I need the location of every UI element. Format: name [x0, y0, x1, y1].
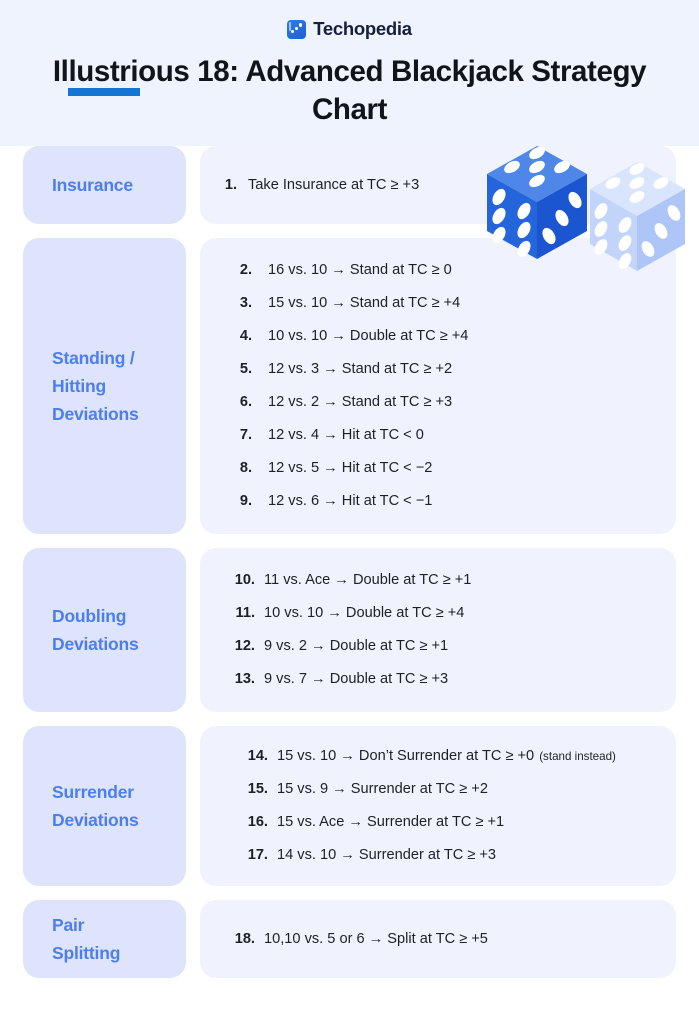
section-row-insurance: Insurance 1. Take Insurance at TC ≥ +3 — [0, 146, 699, 224]
item-text: 15 vs. 9 → Surrender at TC ≥ +2 — [277, 781, 488, 797]
list-item: 11. 10 vs. 10 → Double at TC ≥ +4 — [220, 597, 658, 630]
strategy-sections: Insurance 1. Take Insurance at TC ≥ +3 S… — [0, 146, 699, 992]
item-number: 3. — [239, 295, 252, 311]
brand-lockup: Techopedia — [0, 0, 699, 40]
list-item: 12. 9 vs. 2 → Double at TC ≥ +1 — [220, 630, 658, 663]
category-badge-pair-splitting: Pair Splitting — [23, 900, 186, 978]
list-item: 10. 11 vs. Ace → Double at TC ≥ +1 — [220, 564, 658, 597]
section-row-surrender: Surrender Deviations 14. 15 vs. 10 → Don… — [0, 726, 699, 886]
list-item: 15. 15 vs. 9 → Surrender at TC ≥ +2 — [220, 773, 658, 806]
section-row-standing-hitting: Standing / Hitting Deviations 2. 16 vs. … — [0, 238, 699, 534]
category-badge-standing-hitting: Standing / Hitting Deviations — [23, 238, 186, 534]
category-items-insurance: 1. Take Insurance at TC ≥ +3 — [200, 146, 676, 224]
category-items-doubling: 10. 11 vs. Ace → Double at TC ≥ +1 11. 1… — [200, 548, 676, 712]
list-item: 3. 15 vs. 10 → Stand at TC ≥ +4 — [220, 287, 658, 320]
list-item: 16. 15 vs. Ace → Surrender at TC ≥ +1 — [220, 806, 658, 839]
techopedia-logo-icon — [287, 19, 307, 39]
category-badge-insurance: Insurance — [23, 146, 186, 224]
item-text: 14 vs. 10 → Surrender at TC ≥ +3 — [277, 847, 497, 863]
item-number: 13. — [234, 671, 255, 687]
item-number: 2. — [239, 262, 252, 278]
item-text: 10 vs. 10 → Double at TC ≥ +4 — [268, 328, 469, 344]
item-text: 15 vs. Ace → Surrender at TC ≥ +1 — [277, 814, 505, 830]
list-item: 2. 16 vs. 10 → Stand at TC ≥ 0 — [220, 254, 658, 287]
item-text: 10 vs. 10 → Double at TC ≥ +4 — [264, 605, 465, 621]
item-number: 8. — [239, 460, 252, 476]
category-items-standing-hitting: 2. 16 vs. 10 → Stand at TC ≥ 0 3. 15 vs.… — [200, 238, 676, 534]
item-text: 10,10 vs. 5 or 6 → Split at TC ≥ +5 — [264, 931, 488, 947]
item-note: (stand instead) — [539, 750, 616, 763]
item-text: 9 vs. 2 → Double at TC ≥ +1 — [264, 638, 449, 654]
category-badge-surrender: Surrender Deviations — [23, 726, 186, 886]
item-number: 15. — [247, 781, 268, 797]
item-text: 15 vs. 10 → Don’t Surrender at TC ≥ +0 — [277, 748, 535, 764]
category-label: Doubling Deviations — [52, 606, 139, 654]
item-number: 18. — [234, 931, 255, 947]
list-item: 1. Take Insurance at TC ≥ +3 — [220, 172, 658, 198]
item-number: 16. — [247, 814, 268, 830]
item-number: 14. — [247, 748, 268, 764]
list-item: 9. 12 vs. 6 → Hit at TC < −1 — [220, 485, 658, 518]
item-text: 9 vs. 7 → Double at TC ≥ +3 — [264, 671, 449, 687]
category-label: Standing / Hitting Deviations — [52, 348, 139, 424]
category-label: Pair Splitting — [52, 915, 121, 963]
item-text: 11 vs. Ace → Double at TC ≥ +1 — [264, 572, 472, 588]
category-badge-doubling: Doubling Deviations — [23, 548, 186, 712]
item-number: 6. — [239, 394, 252, 410]
category-items-surrender: 14. 15 vs. 10 → Don’t Surrender at TC ≥ … — [200, 726, 676, 886]
item-text: 15 vs. 10 → Stand at TC ≥ +4 — [268, 295, 461, 311]
item-number: 10. — [234, 572, 255, 588]
list-item: 13. 9 vs. 7 → Double at TC ≥ +3 — [220, 663, 658, 696]
item-number: 7. — [239, 427, 252, 443]
category-items-pair-splitting: 18. 10,10 vs. 5 or 6 → Split at TC ≥ +5 — [200, 900, 676, 978]
brand-name: Techopedia — [313, 18, 412, 39]
item-number: 1. — [224, 177, 237, 193]
page-header: Techopedia Illustrious 18: Advanced Blac… — [0, 0, 699, 146]
list-item: 8. 12 vs. 5 → Hit at TC < −2 — [220, 452, 658, 485]
list-item: 14. 15 vs. 10 → Don’t Surrender at TC ≥ … — [220, 740, 658, 773]
item-text: 12 vs. 5 → Hit at TC < −2 — [268, 460, 433, 476]
list-item: 5. 12 vs. 3 → Stand at TC ≥ +2 — [220, 353, 658, 386]
item-number: 17. — [247, 847, 268, 863]
section-row-pair-splitting: Pair Splitting 18. 10,10 vs. 5 or 6 → Sp… — [0, 900, 699, 978]
list-item: 18. 10,10 vs. 5 or 6 → Split at TC ≥ +5 — [220, 926, 658, 952]
item-text: Take Insurance at TC ≥ +3 — [248, 177, 420, 193]
item-number: 11. — [235, 605, 255, 621]
item-number: 5. — [239, 361, 252, 377]
item-text: 16 vs. 10 → Stand at TC ≥ 0 — [268, 262, 452, 278]
item-number: 12. — [234, 638, 255, 654]
item-text: 12 vs. 6 → Hit at TC < −1 — [268, 493, 433, 509]
item-text: 12 vs. 3 → Stand at TC ≥ +2 — [268, 361, 453, 377]
category-label: Insurance — [52, 175, 133, 195]
item-text: 12 vs. 2 → Stand at TC ≥ +3 — [268, 394, 453, 410]
title-accent-underline — [68, 88, 140, 96]
list-item: 4. 10 vs. 10 → Double at TC ≥ +4 — [220, 320, 658, 353]
list-item: 7. 12 vs. 4 → Hit at TC < 0 — [220, 419, 658, 452]
page-title: Illustrious 18: Advanced Blackjack Strat… — [52, 55, 647, 126]
list-item: 6. 12 vs. 2 → Stand at TC ≥ +3 — [220, 386, 658, 419]
item-text: 12 vs. 4 → Hit at TC < 0 — [268, 427, 424, 443]
item-number: 4. — [239, 328, 252, 344]
list-item: 17. 14 vs. 10 → Surrender at TC ≥ +3 — [220, 839, 658, 872]
item-number: 9. — [239, 493, 252, 509]
category-label: Surrender Deviations — [52, 782, 139, 830]
section-row-doubling: Doubling Deviations 10. 11 vs. Ace → Dou… — [0, 548, 699, 712]
